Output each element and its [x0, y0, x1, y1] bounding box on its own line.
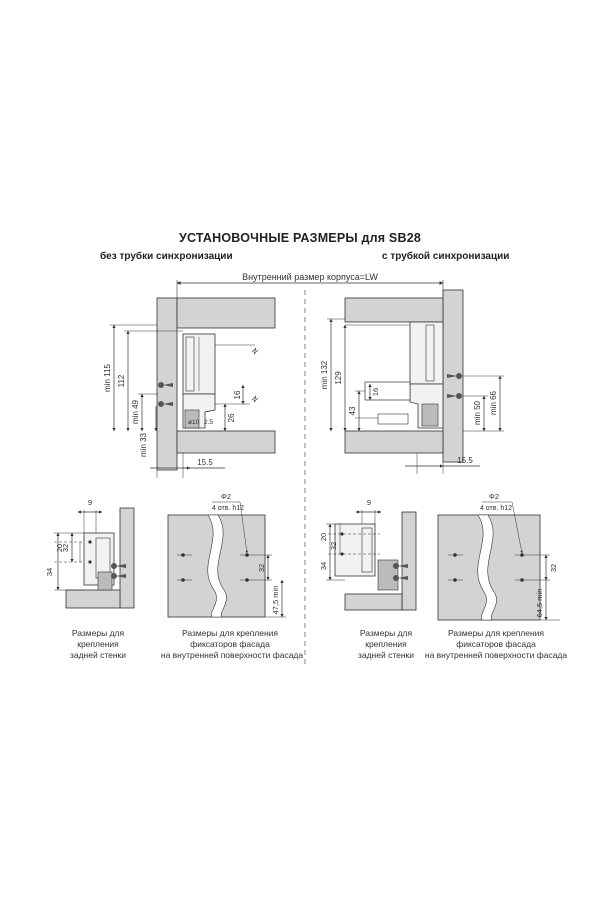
- right-bottom-shelf: [344, 430, 444, 454]
- svg-text:15.5: 15.5: [197, 458, 213, 467]
- right-facade-detail: 32 64,5 min Φ2 4 отв. h12: [437, 492, 560, 621]
- svg-text:34: 34: [319, 562, 328, 570]
- svg-text:min 132: min 132: [320, 360, 329, 389]
- right-back-wall-detail: 34 32 20 9: [319, 498, 417, 611]
- svg-text:Размеры для крепления: Размеры для крепления: [448, 628, 544, 638]
- svg-text:min 115: min 115: [103, 364, 112, 392]
- left-bottom-shelf: [176, 430, 276, 454]
- svg-text:112: 112: [117, 374, 126, 387]
- svg-text:крепления: крепления: [365, 639, 407, 649]
- inner-size-dimension: Внутренний размер корпуса=LW: [176, 272, 444, 300]
- sync-rod: [377, 413, 409, 425]
- svg-text:32: 32: [329, 542, 338, 550]
- svg-text:32: 32: [549, 564, 558, 572]
- svg-text:32: 32: [257, 564, 266, 572]
- svg-text:2.5: 2.5: [204, 419, 213, 426]
- svg-text:min 49: min 49: [131, 399, 140, 424]
- svg-text:26: 26: [227, 413, 236, 422]
- svg-text:Размеры для: Размеры для: [360, 628, 413, 638]
- svg-text:9: 9: [367, 498, 371, 507]
- svg-text:задней стенки: задней стенки: [70, 650, 126, 660]
- svg-text:Φ2: Φ2: [489, 492, 499, 501]
- svg-text:9: 9: [88, 498, 92, 507]
- right-heading: с трубкой синхронизации: [382, 251, 510, 262]
- svg-text:4 отв. h12: 4 отв. h12: [480, 505, 512, 512]
- left-back-wall-detail: 34 32 20 9: [45, 498, 135, 609]
- svg-text:34: 34: [45, 568, 54, 576]
- svg-text:min 33: min 33: [139, 432, 148, 457]
- right-top-shelf: [344, 297, 444, 323]
- svg-text:фиксаторов фасада: фиксаторов фасада: [456, 639, 536, 649]
- svg-text:15.5: 15.5: [457, 456, 473, 465]
- page-title: УСТАНОВОЧНЫЕ РАЗМЕРЫ для SB28: [178, 231, 422, 245]
- svg-text:16: 16: [371, 388, 380, 396]
- inner-size-label: Внутренний размер корпуса=LW: [242, 272, 378, 282]
- svg-text:ø10: ø10: [188, 419, 200, 426]
- svg-text:на внутренней поверхности фаса: на внутренней поверхности фасада: [161, 650, 304, 660]
- svg-text:16: 16: [233, 390, 242, 399]
- svg-text:20: 20: [319, 533, 328, 541]
- left-back-wall-caption: Размеры для крепления задней стенки: [70, 628, 126, 660]
- svg-text:Размеры для: Размеры для: [72, 628, 125, 638]
- svg-text:4 отв. h12: 4 отв. h12: [212, 505, 244, 512]
- svg-text:Φ2: Φ2: [221, 492, 231, 501]
- left-top-view: min 115 112 min 49 min 33 26 16 ø10 2.5 …: [103, 297, 276, 478]
- right-back-wall-caption: Размеры для крепления задней стенки: [358, 628, 414, 660]
- right-top-view: min 132 129 43 16 min 50 min 66 15.5: [320, 289, 504, 474]
- svg-text:задней стенки: задней стенки: [358, 650, 414, 660]
- svg-text:20: 20: [55, 544, 64, 552]
- svg-text:43: 43: [348, 406, 357, 415]
- svg-text:64,5 min: 64,5 min: [535, 589, 544, 618]
- svg-text:фиксаторов фасада: фиксаторов фасада: [190, 639, 270, 649]
- svg-text:крепления: крепления: [77, 639, 119, 649]
- svg-text:129: 129: [334, 371, 343, 385]
- svg-text:Размеры для крепления: Размеры для крепления: [182, 628, 278, 638]
- svg-text:32: 32: [61, 544, 70, 552]
- svg-text:min 50: min 50: [473, 400, 482, 425]
- svg-text:47,5 min: 47,5 min: [271, 586, 280, 615]
- svg-text:min 66: min 66: [489, 390, 498, 415]
- left-top-shelf: [176, 297, 276, 329]
- right-drawer-profile: [409, 321, 444, 385]
- left-facade-caption: Размеры для крепления фиксаторов фасада …: [161, 628, 304, 660]
- left-heading: без трубки синхронизации: [100, 251, 233, 262]
- left-side-panel: [156, 297, 178, 471]
- right-facade-caption: Размеры для крепления фиксаторов фасада …: [425, 628, 568, 660]
- svg-text:на внутренней поверхности фаса: на внутренней поверхности фасада: [425, 650, 568, 660]
- left-facade-detail: 32 47,5 min Φ2 4 отв. h12: [167, 492, 286, 618]
